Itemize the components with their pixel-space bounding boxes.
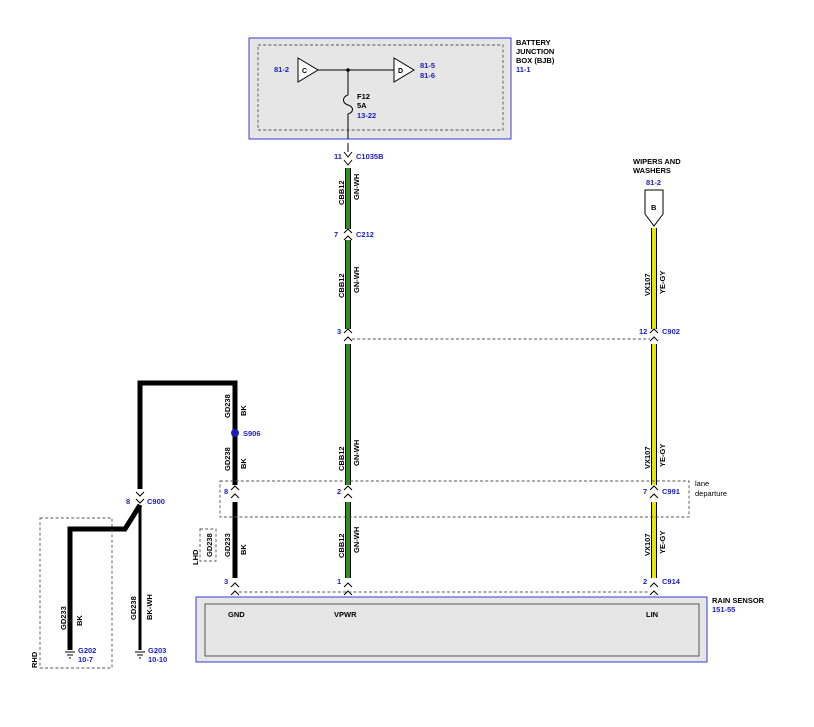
c914-pin-a: 3 xyxy=(224,577,228,586)
gd238-color-1: BK xyxy=(239,405,248,416)
gd233-color-rhd: BK xyxy=(75,615,84,626)
rain-sensor-ref: 151-55 xyxy=(712,605,735,614)
c900-name: C900 xyxy=(147,497,165,506)
bjb-title-1: BATTERY xyxy=(516,38,551,47)
wipers-title-1: WIPERS AND xyxy=(633,157,681,166)
fuse-symbol xyxy=(343,94,353,115)
c902-pin-right: 12 xyxy=(639,327,647,336)
node-d-ref-1: 81-5 xyxy=(420,61,435,70)
lhd-gd238-id: GD238 xyxy=(205,533,214,557)
lane-departure-label-1: lane xyxy=(695,479,709,488)
splice-s906-label: S906 xyxy=(243,429,261,438)
gd238-id-1: GD238 xyxy=(223,394,232,418)
battery-junction-box: C 81-2 D 81-5 81-6 F12 5A 13-22 BATTERY … xyxy=(248,37,555,140)
rain-sensor-pin-lin: LIN xyxy=(646,610,658,619)
gd238-id-2: GD238 xyxy=(223,447,232,471)
gd238-color-2: BK xyxy=(239,458,248,469)
c991-pin-b: 2 xyxy=(337,487,341,496)
c991-name: C991 xyxy=(662,487,680,496)
c914-name: C914 xyxy=(662,577,681,586)
rain-sensor-pin-vpwr: VPWR xyxy=(334,610,357,619)
rhd-variant-box xyxy=(39,517,113,669)
cbb12-color-3: GN-WH xyxy=(352,440,361,466)
cbb12-id-1: CBB12 xyxy=(337,180,346,205)
cbb12-id-4: CBB12 xyxy=(337,533,346,558)
g203-name: G203 xyxy=(148,646,166,655)
node-c-triangle xyxy=(297,57,319,83)
bjb-title-3: BOX (BJB) xyxy=(516,56,555,65)
c991-pin-a: 8 xyxy=(224,487,228,496)
wipers-ref: 81-2 xyxy=(646,178,661,187)
c212-pin: 7 xyxy=(334,230,338,239)
gd238-bkwh-color: BK-WH xyxy=(145,594,154,620)
bjb-title-2: JUNCTION xyxy=(516,47,554,56)
g202-name: G202 xyxy=(78,646,96,655)
fuse-rating: 5A xyxy=(357,101,367,110)
c1035b-pin: 11 xyxy=(334,152,342,161)
vx107-id-2: VX107 xyxy=(643,446,652,469)
cbb12-id-3: CBB12 xyxy=(337,446,346,471)
connector-symbols xyxy=(135,151,659,596)
c902-pin-left: 3 xyxy=(337,327,341,336)
cbb12-id-2: CBB12 xyxy=(337,273,346,298)
cbb12-color-4: GN-WH xyxy=(352,527,361,553)
vx107-id-1: VX107 xyxy=(643,273,652,296)
c991-pin-c: 7 xyxy=(643,487,647,496)
c914-pin-c: 2 xyxy=(643,577,647,586)
c914-pin-b: 1 xyxy=(337,577,341,586)
node-d-label: D xyxy=(398,68,403,75)
rain-sensor-pin-gnd: GND xyxy=(228,610,245,619)
cbb12-color-1: GN-WH xyxy=(352,174,361,200)
vx107-color-1: YE-GY xyxy=(658,271,667,294)
c1035b-name: C1035B xyxy=(356,152,384,161)
lhd-label: LHD xyxy=(191,549,200,565)
gd233-id-lhd: GD233 xyxy=(223,533,232,557)
node-c-ref: 81-2 xyxy=(274,65,289,74)
g202-ref: 10-7 xyxy=(78,655,93,664)
vx107-color-3: YE-GY xyxy=(658,531,667,554)
g203-ref: 10-10 xyxy=(148,655,167,664)
node-d-ref-2: 81-6 xyxy=(420,71,435,80)
ground-g202: G202 10-7 xyxy=(65,646,96,664)
c900-pin: 8 xyxy=(126,497,130,506)
rain-sensor-title: RAIN SENSOR xyxy=(712,596,765,605)
c902-name: C902 xyxy=(662,327,680,336)
ground-g203: G203 10-10 xyxy=(135,646,167,664)
gd238-bkwh-id: GD238 xyxy=(129,596,138,620)
node-c-label: C xyxy=(302,68,307,75)
node-d-triangle xyxy=(393,57,415,83)
vx107-color-2: YE-GY xyxy=(658,444,667,467)
rhd-label: RHD xyxy=(30,651,39,668)
wipers-title-2: WASHERS xyxy=(633,166,671,175)
wipers-and-washers: WIPERS AND WASHERS 81-2 B xyxy=(633,157,681,227)
wire-gd238-gd233 xyxy=(67,380,239,650)
fuse-name: F12 xyxy=(357,92,370,101)
lane-departure-label-2: departure xyxy=(695,489,727,498)
bjb-ref: 11-1 xyxy=(516,65,531,74)
fuse-ref: 13-22 xyxy=(357,111,376,120)
splice-s906-dot xyxy=(231,429,239,437)
lhd-variant-box xyxy=(199,528,217,562)
lane-departure-box xyxy=(219,480,690,518)
wire-labels: CBB12 GN-WH CBB12 GN-WH CBB12 GN-WH CBB1… xyxy=(30,174,667,668)
gd233-id-rhd: GD233 xyxy=(59,606,68,630)
gd233-color-lhd: BK xyxy=(239,544,248,555)
wipers-pin-shape xyxy=(644,189,664,227)
wipers-pin: B xyxy=(651,203,657,212)
vx107-id-3: VX107 xyxy=(643,533,652,556)
c212-name: C212 xyxy=(356,230,374,239)
rain-sensor: GND VPWR LIN RAIN SENSOR 151-55 xyxy=(195,596,765,663)
cbb12-color-2: GN-WH xyxy=(352,267,361,293)
